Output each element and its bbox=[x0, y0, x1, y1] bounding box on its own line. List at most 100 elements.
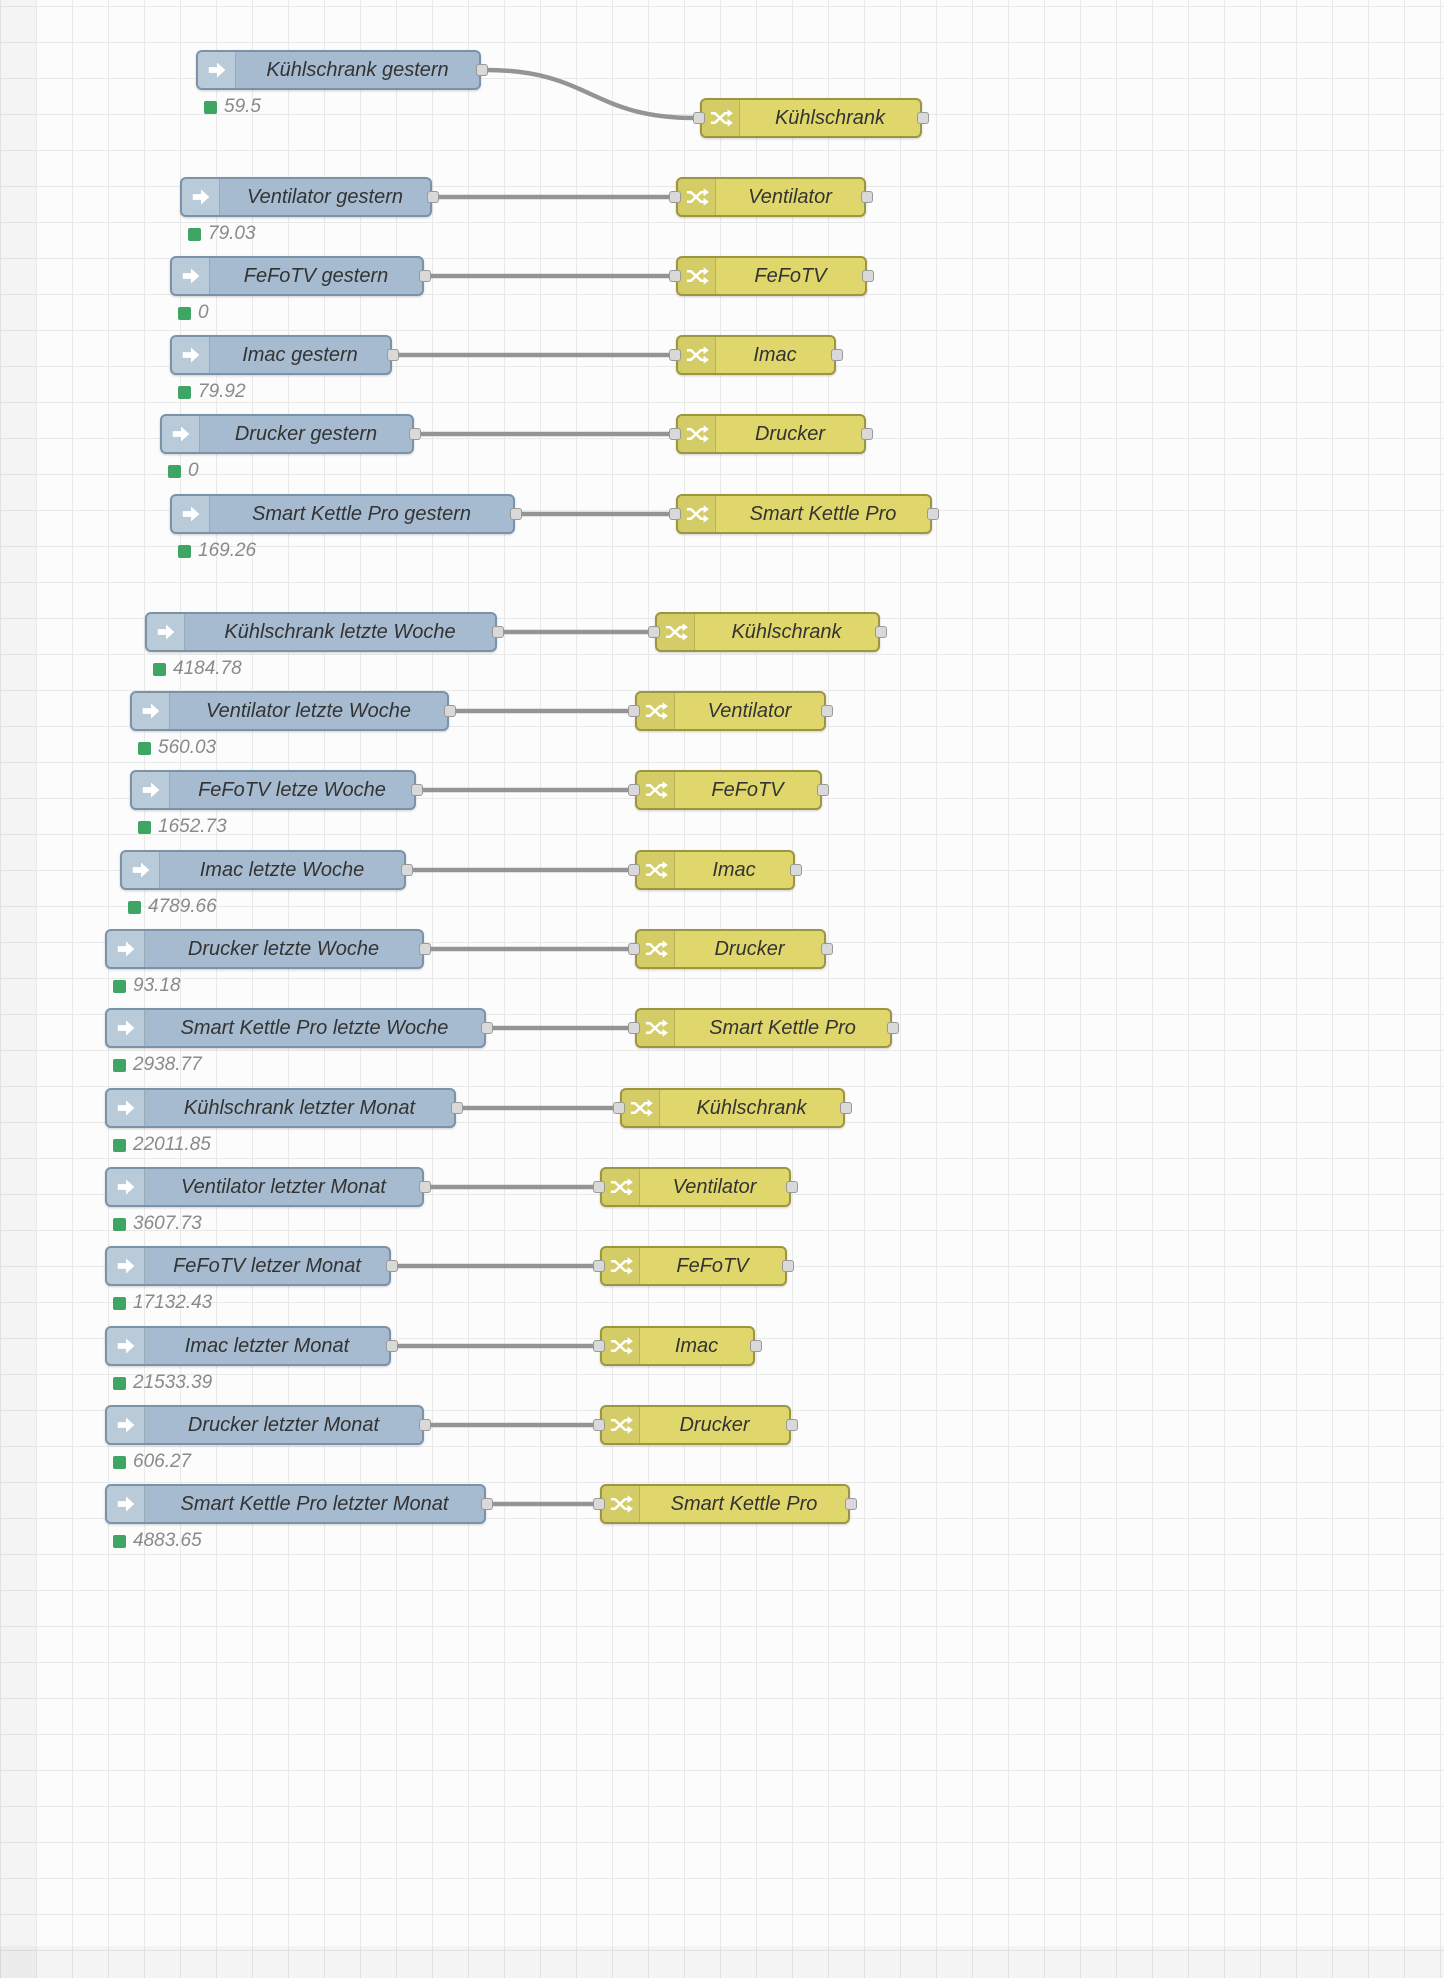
output-port[interactable] bbox=[887, 1022, 899, 1034]
change-node[interactable]: Ventilator bbox=[628, 691, 833, 731]
input-port[interactable] bbox=[593, 1340, 605, 1352]
input-port[interactable] bbox=[628, 705, 640, 717]
status-text: 4184.78 bbox=[173, 658, 242, 679]
inject-node[interactable]: Smart Kettle Pro gestern bbox=[170, 494, 522, 534]
input-port[interactable] bbox=[628, 1022, 640, 1034]
inject-node[interactable]: Ventilator gestern bbox=[180, 177, 439, 217]
change-node[interactable]: Drucker bbox=[593, 1405, 798, 1445]
inject-node[interactable]: Ventilator letzter Monat bbox=[105, 1167, 431, 1207]
output-port[interactable] bbox=[862, 270, 874, 282]
output-port[interactable] bbox=[444, 705, 456, 717]
inject-node[interactable]: Imac letzte Woche bbox=[120, 850, 413, 890]
output-port[interactable] bbox=[411, 784, 423, 796]
node-status: 93.18 bbox=[113, 975, 181, 997]
output-port[interactable] bbox=[510, 508, 522, 520]
output-port[interactable] bbox=[386, 1260, 398, 1272]
output-port[interactable] bbox=[875, 626, 887, 638]
output-port[interactable] bbox=[476, 64, 488, 76]
change-node[interactable]: Drucker bbox=[669, 414, 873, 454]
change-node[interactable]: FeFoTV bbox=[669, 256, 874, 296]
inject-node[interactable]: Ventilator letzte Woche bbox=[130, 691, 456, 731]
change-node[interactable]: FeFoTV bbox=[593, 1246, 794, 1286]
change-node[interactable]: Smart Kettle Pro bbox=[628, 1008, 899, 1048]
output-port[interactable] bbox=[861, 428, 873, 440]
input-port[interactable] bbox=[593, 1419, 605, 1431]
inject-node[interactable]: Kühlschrank letzte Woche bbox=[145, 612, 504, 652]
output-port[interactable] bbox=[821, 705, 833, 717]
change-node[interactable]: Ventilator bbox=[593, 1167, 798, 1207]
input-port[interactable] bbox=[693, 112, 705, 124]
inject-node[interactable]: Drucker letzter Monat bbox=[105, 1405, 431, 1445]
output-port[interactable] bbox=[750, 1340, 762, 1352]
output-port[interactable] bbox=[386, 1340, 398, 1352]
change-node[interactable]: Imac bbox=[628, 850, 802, 890]
output-port[interactable] bbox=[419, 270, 431, 282]
output-port[interactable] bbox=[481, 1498, 493, 1510]
input-port[interactable] bbox=[669, 349, 681, 361]
inject-node[interactable]: Imac gestern bbox=[170, 335, 399, 375]
input-port[interactable] bbox=[628, 784, 640, 796]
output-port[interactable] bbox=[840, 1102, 852, 1114]
input-port[interactable] bbox=[669, 428, 681, 440]
output-port[interactable] bbox=[419, 1419, 431, 1431]
change-node[interactable]: Smart Kettle Pro bbox=[593, 1484, 857, 1524]
change-node[interactable]: Kühlschrank bbox=[693, 98, 929, 138]
output-port[interactable] bbox=[481, 1022, 493, 1034]
output-port[interactable] bbox=[492, 626, 504, 638]
change-node[interactable]: Imac bbox=[593, 1326, 762, 1366]
node-status: 169.26 bbox=[178, 540, 256, 562]
inject-node[interactable]: Imac letzter Monat bbox=[105, 1326, 398, 1366]
input-port[interactable] bbox=[669, 270, 681, 282]
inject-node[interactable]: Kühlschrank gestern bbox=[196, 50, 488, 90]
input-port[interactable] bbox=[628, 864, 640, 876]
wire[interactable] bbox=[483, 67, 698, 121]
input-port[interactable] bbox=[593, 1260, 605, 1272]
change-node[interactable]: Kühlschrank bbox=[648, 612, 887, 652]
inject-node[interactable]: Kühlschrank letzter Monat bbox=[105, 1088, 463, 1128]
input-port[interactable] bbox=[593, 1498, 605, 1510]
inject-node[interactable]: FeFoTV letze Woche bbox=[130, 770, 423, 810]
input-port[interactable] bbox=[669, 191, 681, 203]
input-port[interactable] bbox=[669, 508, 681, 520]
change-node[interactable]: Drucker bbox=[628, 929, 833, 969]
change-node[interactable]: Imac bbox=[669, 335, 843, 375]
change-node[interactable]: FeFoTV bbox=[628, 770, 829, 810]
inject-node[interactable]: Drucker letzte Woche bbox=[105, 929, 431, 969]
inject-node[interactable]: Drucker gestern bbox=[160, 414, 421, 454]
output-port[interactable] bbox=[451, 1102, 463, 1114]
inject-node[interactable]: Smart Kettle Pro letzte Woche bbox=[105, 1008, 493, 1048]
output-port[interactable] bbox=[387, 349, 399, 361]
output-port[interactable] bbox=[861, 191, 873, 203]
output-port[interactable] bbox=[782, 1260, 794, 1272]
input-port[interactable] bbox=[628, 943, 640, 955]
output-port[interactable] bbox=[817, 784, 829, 796]
shuffle-icon bbox=[678, 337, 716, 373]
inject-node[interactable]: FeFoTV gestern bbox=[170, 256, 431, 296]
change-node[interactable]: Kühlschrank bbox=[613, 1088, 852, 1128]
output-port[interactable] bbox=[845, 1498, 857, 1510]
node-label: Smart Kettle Pro letzter Monat bbox=[180, 1492, 449, 1515]
change-node[interactable]: Ventilator bbox=[669, 177, 873, 217]
output-port[interactable] bbox=[790, 864, 802, 876]
output-port[interactable] bbox=[419, 943, 431, 955]
change-node[interactable]: Smart Kettle Pro bbox=[669, 494, 939, 534]
status-dot-icon bbox=[188, 227, 201, 241]
output-port[interactable] bbox=[821, 943, 833, 955]
node-label: Smart Kettle Pro bbox=[749, 502, 897, 525]
output-port[interactable] bbox=[401, 864, 413, 876]
output-port[interactable] bbox=[917, 112, 929, 124]
input-port[interactable] bbox=[593, 1181, 605, 1193]
output-port[interactable] bbox=[927, 508, 939, 520]
inject-node[interactable]: FeFoTV letzer Monat bbox=[105, 1246, 398, 1286]
output-port[interactable] bbox=[831, 349, 843, 361]
output-port[interactable] bbox=[786, 1181, 798, 1193]
output-port[interactable] bbox=[786, 1419, 798, 1431]
output-port[interactable] bbox=[409, 428, 421, 440]
inject-node[interactable]: Smart Kettle Pro letzter Monat bbox=[105, 1484, 493, 1524]
input-port[interactable] bbox=[613, 1102, 625, 1114]
shuffle-icon bbox=[702, 100, 740, 136]
input-port[interactable] bbox=[648, 626, 660, 638]
output-port[interactable] bbox=[419, 1181, 431, 1193]
output-port[interactable] bbox=[427, 191, 439, 203]
